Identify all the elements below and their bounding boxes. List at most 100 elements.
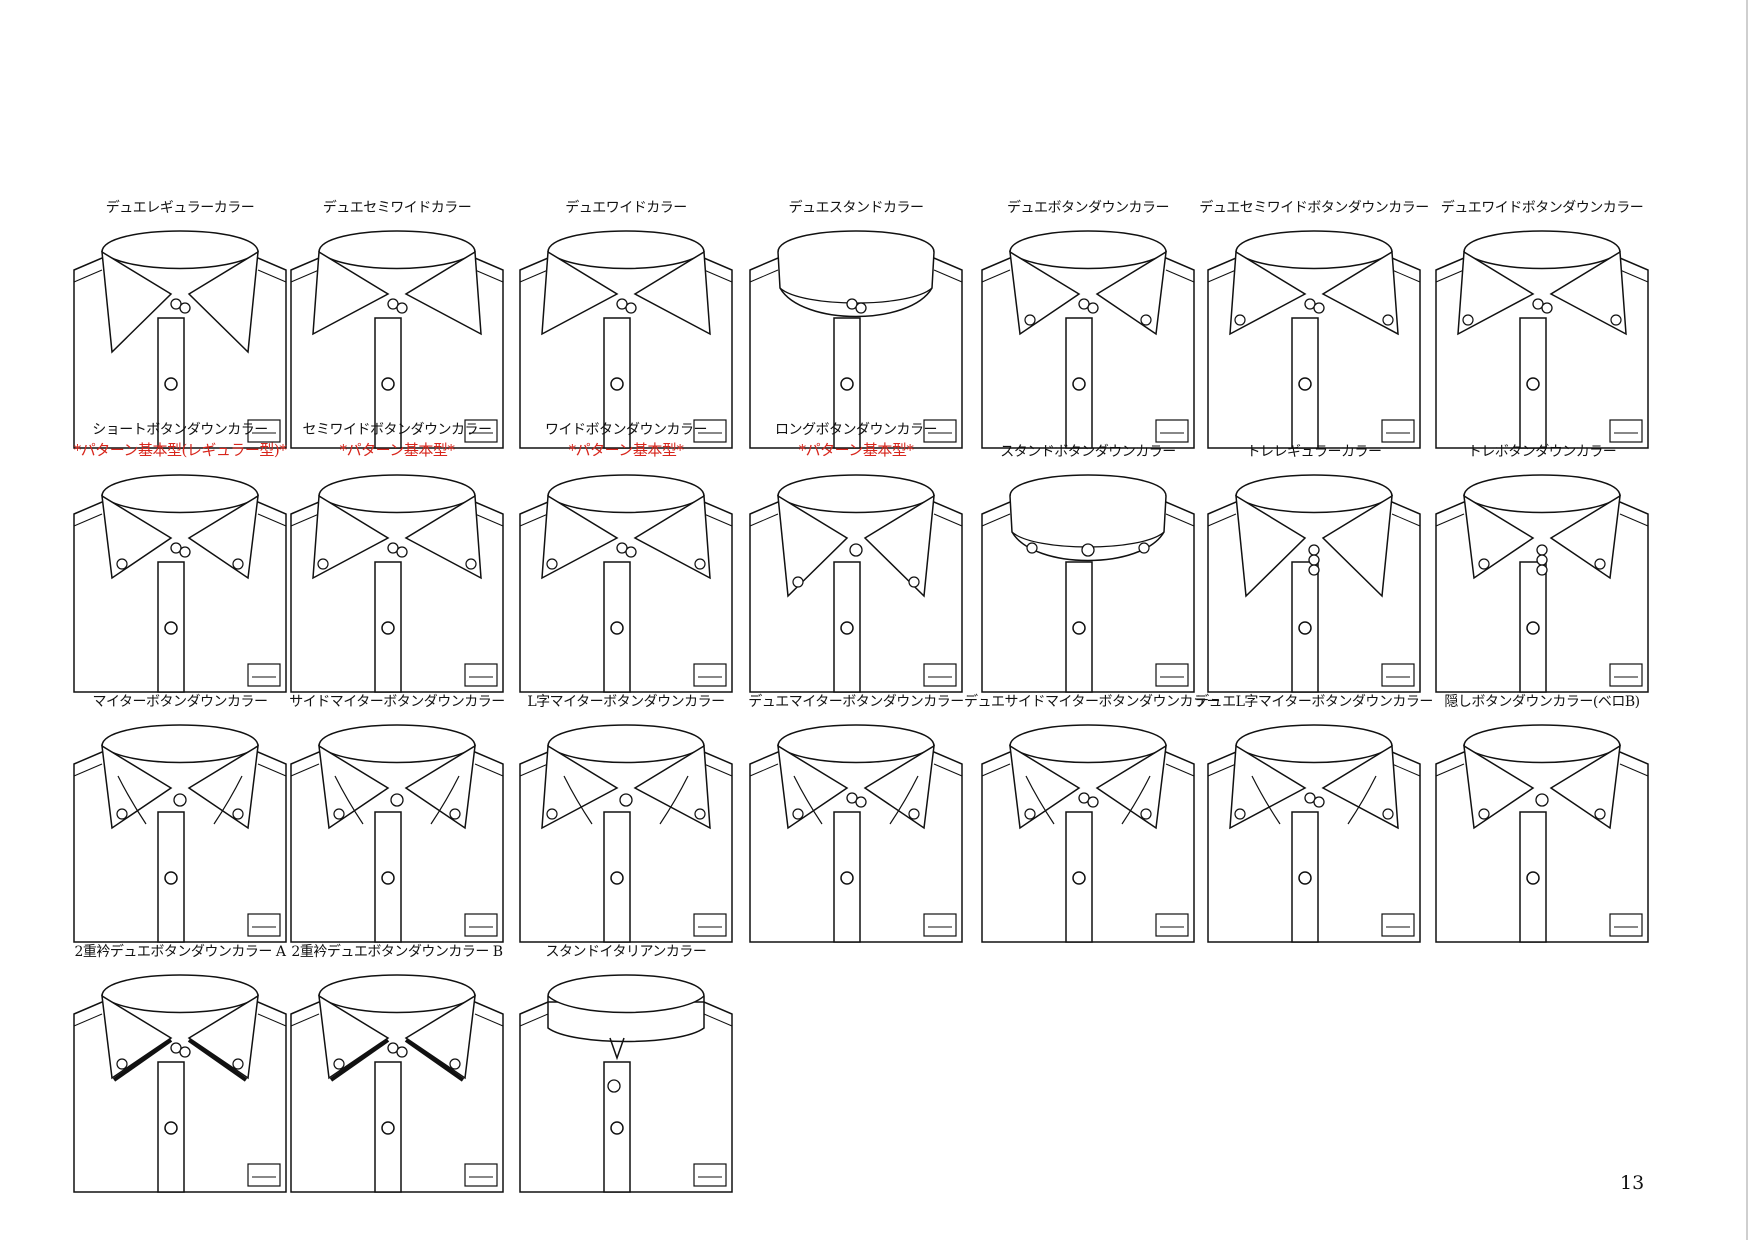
collar-item-tre-buttondown: トレボタンダウンカラー	[1428, 442, 1656, 693]
collar-item-semiwide-buttondown: デュエセミワイドボタンダウンカラー	[1199, 198, 1429, 449]
collar-label: デュエワイドカラー	[502, 198, 750, 218]
collar-item-wide-buttondown: ワイドボタンダウンカラー *パターン基本型*	[512, 422, 740, 693]
collar-item-buttondown: ショートボタンダウンカラー *パターン基本型(レギュラー型)*	[66, 422, 294, 693]
collar-label: 2重衿デュエボタンダウンカラー B	[273, 942, 521, 962]
shirt-illustration	[290, 230, 504, 449]
collar-label: デュエサイドマイターボタンダウンカラー	[964, 692, 1220, 712]
collar-label: セミワイドボタンダウンカラー *パターン基本型*	[273, 420, 521, 460]
shirt-illustration	[1435, 474, 1649, 693]
collar-name: デュエワイドボタンダウンカラー	[1440, 200, 1644, 216]
shirt-illustration	[981, 230, 1195, 449]
collar-name: 2重衿デュエボタンダウンカラー B	[291, 944, 503, 960]
collar-name: デュエマイターボタンダウンカラー	[748, 694, 964, 710]
collar-name: デュエセミワイドカラー	[322, 200, 472, 216]
collar-label: デュエレギュラーカラー	[56, 198, 304, 218]
shirt-illustration	[749, 724, 963, 943]
collar-item-semiwide-buttondown: セミワイドボタンダウンカラー *パターン基本型*	[283, 422, 511, 693]
collar-item-regular: デュエレギュラーカラー	[66, 198, 294, 449]
shirt-illustration	[981, 474, 1195, 693]
collar-item-duo-miter: デュエマイターボタンダウンカラー	[742, 692, 970, 943]
shirt-illustration	[73, 474, 287, 693]
page-number: 13	[1620, 1172, 1645, 1194]
shirt-illustration	[73, 724, 287, 943]
shirt-illustration	[1435, 724, 1649, 943]
shirt-illustration	[749, 474, 963, 693]
collar-name: セミワイドボタンダウンカラー	[302, 422, 493, 438]
pattern-note: *パターン基本型(レギュラー型)*	[73, 441, 287, 459]
collar-label: デュエセミワイドボタンダウンカラー	[1190, 198, 1438, 218]
shirt-illustration	[1207, 724, 1421, 943]
shirt-illustration	[73, 974, 287, 1193]
collar-name: トレレギュラーカラー	[1246, 444, 1383, 460]
pattern-note: *パターン基本型*	[339, 441, 455, 459]
shirt-illustration	[1207, 474, 1421, 693]
collar-label: L字マイターボタンダウンカラー	[502, 692, 750, 712]
collar-label: サイドマイターボタンダウンカラー	[273, 692, 521, 712]
collar-item-long-buttondown: ロングボタンダウンカラー *パターン基本型*	[742, 422, 970, 693]
collar-label: スタンドイタリアンカラー	[502, 942, 750, 962]
collar-name: デュエスタンドカラー	[788, 200, 925, 216]
collar-item-l-miter: L字マイターボタンダウンカラー	[512, 692, 740, 943]
collar-label: 2重衿デュエボタンダウンカラー A	[56, 942, 304, 962]
collar-name: L字マイターボタンダウンカラー	[527, 694, 725, 710]
collar-name: 2重衿デュエボタンダウンカラー A	[74, 944, 286, 960]
collar-name: スタンドイタリアンカラー	[545, 944, 707, 960]
collar-label: デュエマイターボタンダウンカラー	[732, 692, 980, 712]
collar-name: トレボタンダウンカラー	[1467, 444, 1617, 460]
collar-label: マイターボタンダウンカラー	[56, 692, 304, 712]
collar-label: デュエワイドボタンダウンカラー	[1418, 198, 1666, 218]
pattern-note: *パターン基本型*	[798, 441, 914, 459]
shirt-illustration	[290, 474, 504, 693]
collar-name: デュエL字マイターボタンダウンカラー	[1195, 694, 1433, 710]
collar-item-side-miter: サイドマイターボタンダウンカラー	[283, 692, 511, 943]
collar-name: デュエレギュラーカラー	[105, 200, 255, 216]
shirt-illustration	[519, 974, 733, 1193]
shirt-illustration	[749, 230, 963, 449]
collar-name: ワイドボタンダウンカラー	[545, 422, 708, 438]
collar-name: デュエセミワイドボタンダウンカラー	[1199, 200, 1429, 216]
collar-name: マイターボタンダウンカラー	[92, 694, 268, 710]
collar-label: デュエセミワイドカラー	[273, 198, 521, 218]
collar-label: 隠しボタンダウンカラー(ベロB)	[1418, 692, 1666, 712]
collar-item-stand-italian: スタンドイタリアンカラー	[512, 942, 740, 1193]
collar-label: ワイドボタンダウンカラー *パターン基本型*	[502, 420, 750, 460]
collar-label: デュエスタンドカラー	[732, 198, 980, 218]
collar-item-buttondown: デュエボタンダウンカラー	[974, 198, 1202, 449]
collar-label: ロングボタンダウンカラー *パターン基本型*	[732, 420, 980, 460]
collar-label: トレボタンダウンカラー	[1418, 442, 1666, 462]
shirt-illustration	[290, 724, 504, 943]
collar-item-miter: マイターボタンダウンカラー	[66, 692, 294, 943]
collar-item-tre-regular: トレレギュラーカラー	[1200, 442, 1428, 693]
collar-item-stand-buttondown: スタンドボタンダウンカラー	[974, 442, 1202, 693]
collar-item-wide: デュエワイドカラー	[512, 198, 740, 449]
collar-item-semiwide: デュエセミワイドカラー	[283, 198, 511, 449]
shirt-illustration	[1435, 230, 1649, 449]
collar-item-double-a: 2重衿デュエボタンダウンカラー A	[66, 942, 294, 1193]
collar-label: デュエボタンダウンカラー	[964, 198, 1212, 218]
collar-item-duo-l-miter: デュエL字マイターボタンダウンカラー	[1195, 692, 1433, 943]
collar-name: デュエサイドマイターボタンダウンカラー	[964, 694, 1220, 710]
scan-edge-line	[1746, 0, 1748, 1240]
collar-name: ロングボタンダウンカラー	[775, 422, 938, 438]
collar-name: デュエボタンダウンカラー	[1007, 200, 1170, 216]
collar-label: デュエL字マイターボタンダウンカラー	[1190, 692, 1438, 712]
shirt-illustration	[1207, 230, 1421, 449]
shirt-illustration	[519, 474, 733, 693]
collar-label: ショートボタンダウンカラー *パターン基本型(レギュラー型)*	[56, 420, 304, 460]
collar-name: サイドマイターボタンダウンカラー	[289, 694, 505, 710]
shirt-illustration	[290, 974, 504, 1193]
collar-name: ショートボタンダウンカラー	[92, 422, 268, 438]
collar-item-stand: デュエスタンドカラー	[742, 198, 970, 449]
collar-label: スタンドボタンダウンカラー	[964, 442, 1212, 462]
collar-item-duo-side-miter: デュエサイドマイターボタンダウンカラー	[964, 692, 1220, 943]
collar-name: 隠しボタンダウンカラー(ベロB)	[1444, 694, 1640, 710]
shirt-illustration	[73, 230, 287, 449]
shirt-illustration	[519, 724, 733, 943]
pattern-note: *パターン基本型*	[568, 441, 684, 459]
collar-label: トレレギュラーカラー	[1190, 442, 1438, 462]
collar-item-wide-buttondown: デュエワイドボタンダウンカラー	[1428, 198, 1656, 449]
collar-name: デュエワイドカラー	[565, 200, 687, 216]
shirt-illustration	[519, 230, 733, 449]
collar-item-hidden-buttondown: 隠しボタンダウンカラー(ベロB)	[1428, 692, 1656, 943]
